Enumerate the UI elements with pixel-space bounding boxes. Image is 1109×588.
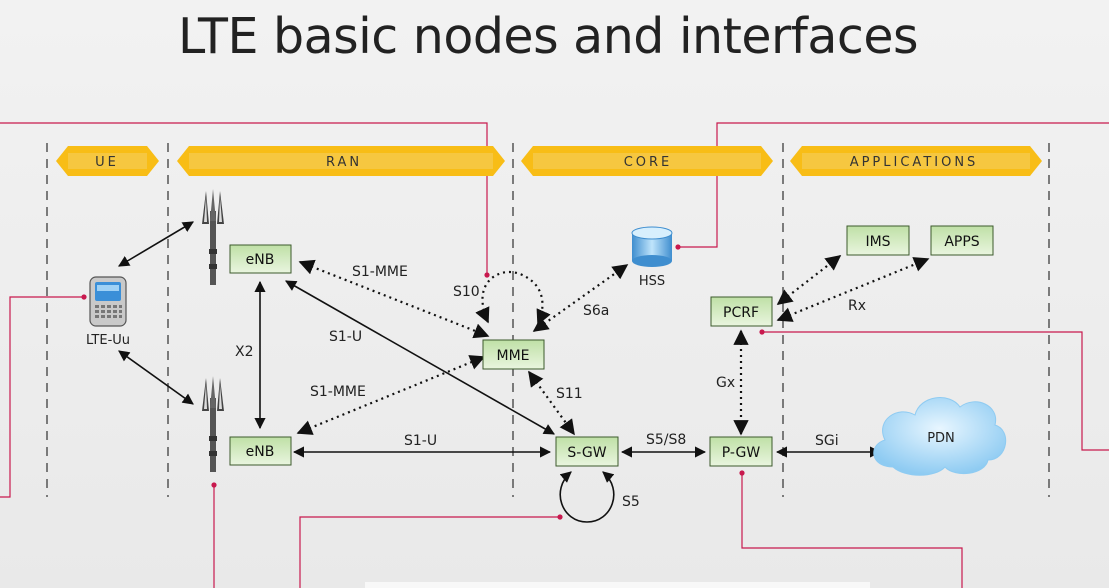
node-label: APPS [944,234,979,250]
node-apps[interactable]: APPS [930,225,994,256]
node-pcrf[interactable]: PCRF [710,296,773,327]
zone-band-ran: RAN [177,146,505,176]
interface-labels: S1-MME S1-U X2 S1-MME S1-U S10 S6a S11 S… [235,264,866,510]
label-sgi: SGi [815,433,839,449]
label-s1-u-bottom: S1-U [404,433,437,449]
link-s5-loop [559,471,615,523]
diagram-title: LTE basic nodes and interfaces [177,8,919,65]
hss-database-icon [631,226,673,267]
dotted-links [296,255,930,436]
zone-band-ue: UE [56,146,159,176]
bottom-panel-edge [365,582,870,588]
label-s5-s8: S5/S8 [646,432,686,448]
zone-label-applications: APPLICATIONS [850,155,979,170]
node-enb-top[interactable]: eNB [229,244,292,274]
label-gx: Gx [716,375,735,391]
node-sgw[interactable]: S-GW [555,436,619,467]
node-label: S-GW [567,445,606,461]
node-label: MME [496,348,529,364]
antenna-tower-icon [202,189,224,285]
link-rx-ims [776,255,842,305]
link-s11 [528,370,575,436]
label-s11: S11 [556,386,583,402]
zone-label-ran: RAN [326,155,362,170]
link-ue-enb-top [118,221,194,267]
label-s10: S10 [453,284,480,300]
label-s5: S5 [622,494,640,510]
pdn-cloud-icon [873,397,1007,476]
node-enb-bottom[interactable]: eNB [229,436,292,466]
label-s1-mme-top: S1-MME [352,264,408,280]
label-pdn: PDN [927,431,955,446]
node-label: PCRF [723,305,759,321]
zone-label-core: CORE [624,155,673,170]
label-s1-mme-bottom: S1-MME [310,384,366,400]
label-s1-u-diag: S1-U [329,329,362,345]
node-mme[interactable]: MME [482,339,545,370]
label-s6a: S6a [583,303,609,319]
label-rx: Rx [848,298,866,314]
smartphone-icon [89,276,127,327]
node-ims[interactable]: IMS [846,225,910,256]
node-label: eNB [246,444,275,460]
label-x2: X2 [235,344,254,360]
link-s1-mme-top [298,259,490,339]
zone-label-ue: UE [95,155,119,170]
node-label: eNB [246,252,275,268]
link-ue-enb-bottom [118,350,194,405]
link-s6a [532,264,629,332]
label-hss: HSS [639,274,665,289]
callout-lines [0,122,1109,588]
zone-band-core: CORE [521,146,773,176]
label-ue-device: LTE-Uu [86,333,130,348]
node-pgw[interactable]: P-GW [709,436,773,467]
node-label: IMS [865,234,890,250]
node-label: P-GW [722,445,761,461]
antenna-tower-icon [202,376,224,472]
zone-band-applications: APPLICATIONS [790,146,1042,176]
